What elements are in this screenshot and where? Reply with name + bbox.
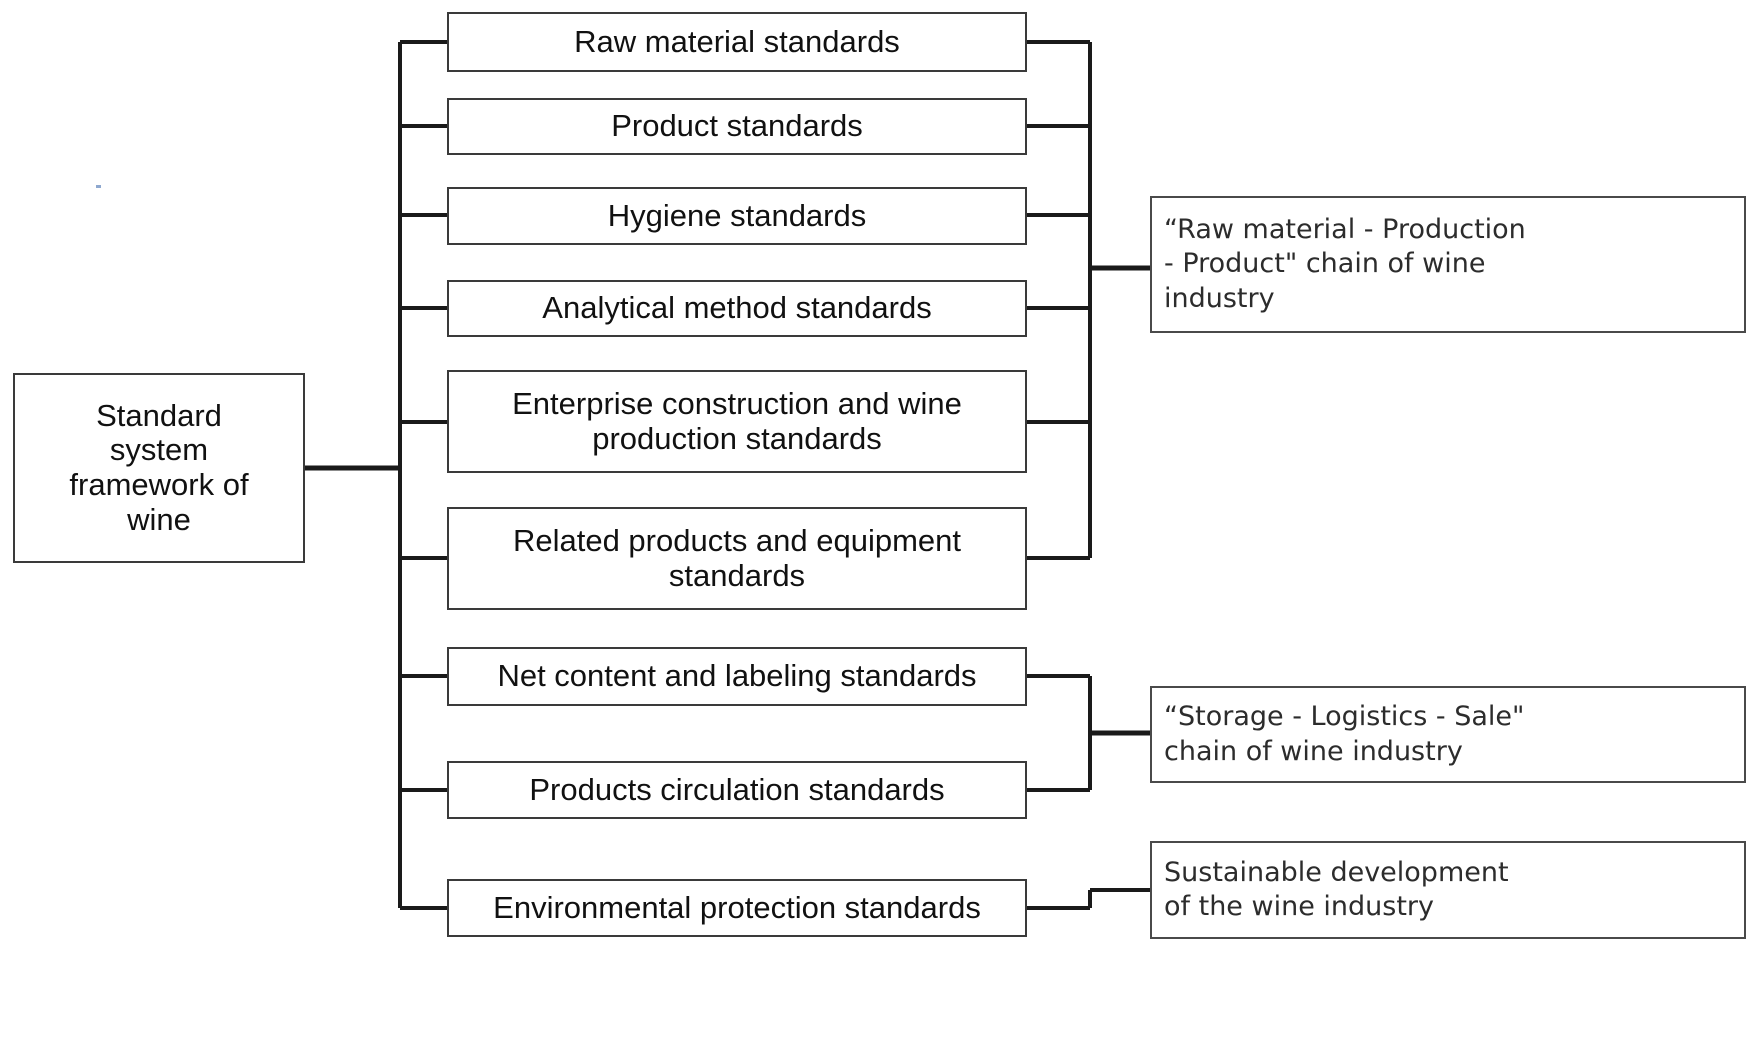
node-sustainable-development-wine-industry[interactable]: Sustainable development of the wine indu… <box>1150 841 1746 939</box>
node-label: Sustainable development of the wine indu… <box>1164 856 1509 922</box>
node-products-circulation-standards[interactable]: Products circulation standards <box>447 761 1027 819</box>
node-raw-material-standards[interactable]: Raw material standards <box>447 12 1027 72</box>
node-label: Enterprise construction and wine product… <box>512 385 962 456</box>
node-raw-material-production-product-chain[interactable]: “Raw material - Production - Product" ch… <box>1150 196 1746 333</box>
node-storage-logistics-sale-chain[interactable]: “Storage - Logistics - Sale" chain of wi… <box>1150 686 1746 783</box>
root-node-label: Standard system framework of wine <box>69 397 249 537</box>
node-label: Related products and equipment standards <box>512 522 962 593</box>
node-enterprise-construction-standards[interactable]: Enterprise construction and wine product… <box>447 370 1027 473</box>
node-label: Raw material standards <box>574 23 900 59</box>
node-hygiene-standards[interactable]: Hygiene standards <box>447 187 1027 245</box>
node-label: Products circulation standards <box>529 771 945 807</box>
node-analytical-method-standards[interactable]: Analytical method standards <box>447 280 1027 337</box>
root-node-standard-system-framework[interactable]: Standard system framework of wine <box>13 373 305 563</box>
node-label: Hygiene standards <box>607 197 867 233</box>
scan-artifact-speck <box>96 185 101 188</box>
node-related-products-equipment-standards[interactable]: Related products and equipment standards <box>447 507 1027 610</box>
node-net-content-labeling-standards[interactable]: Net content and labeling standards <box>447 647 1027 706</box>
node-label: Analytical method standards <box>542 290 932 326</box>
node-label: Environmental protection standards <box>493 889 981 925</box>
node-label: Product standards <box>611 108 863 144</box>
node-label: “Raw material - Production - Product" ch… <box>1164 214 1526 314</box>
node-label: Net content and labeling standards <box>497 658 977 694</box>
node-product-standards[interactable]: Product standards <box>447 98 1027 155</box>
node-environmental-protection-standards[interactable]: Environmental protection standards <box>447 879 1027 937</box>
node-label: “Storage - Logistics - Sale" chain of wi… <box>1164 701 1525 767</box>
